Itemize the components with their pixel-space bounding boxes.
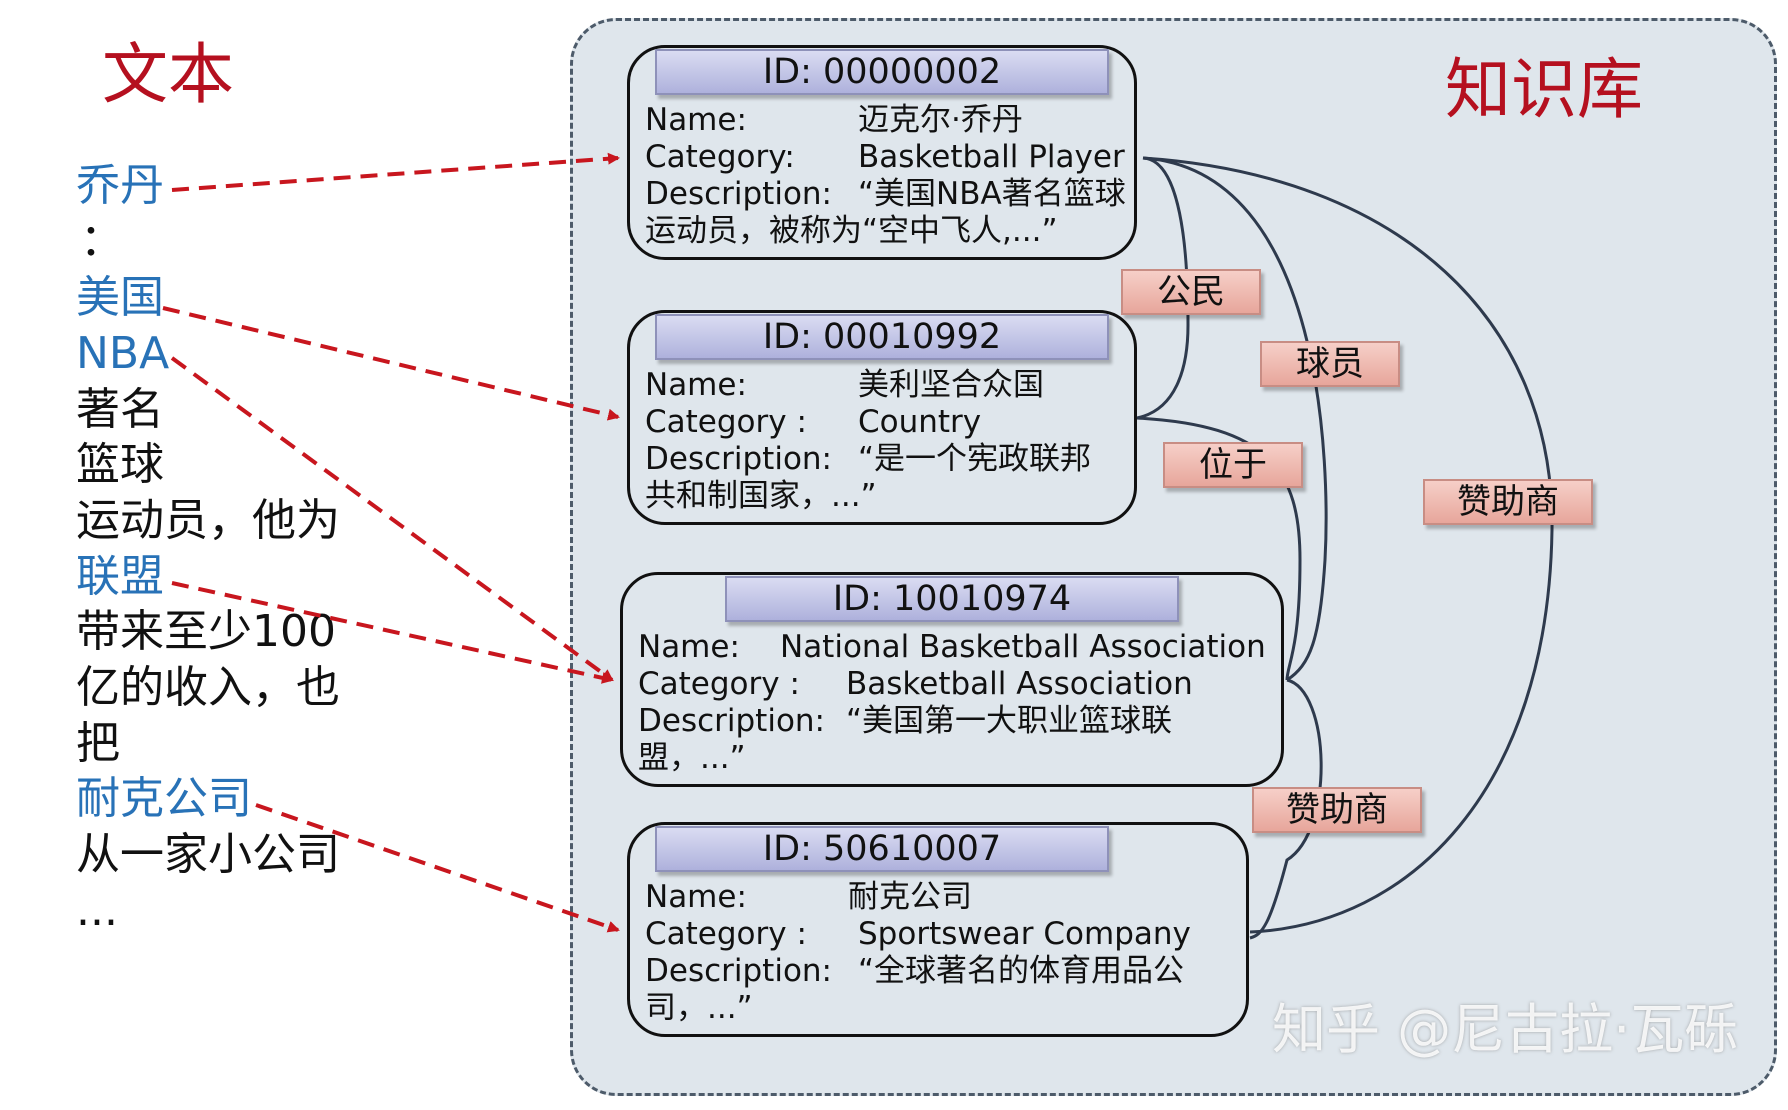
- text-word-usa: 美国: [76, 272, 164, 323]
- mention-arrow-nba: [170, 356, 614, 682]
- relation-label-sponsor-jordan: 赞助商: [1423, 479, 1593, 525]
- mention-arrow-jordan: [171, 152, 620, 192]
- entity-name-label: Name:: [645, 879, 747, 915]
- entity-description-value: “美国NBA著名篮球: [858, 176, 1126, 212]
- text-word-small-company: 从一家小公司: [76, 829, 340, 880]
- entity-category-value: Basketball Player: [858, 139, 1125, 175]
- entity-name-label: Name:: [638, 629, 740, 665]
- entity-description-value: “全球著名的体育用品公: [858, 953, 1185, 989]
- entity-description-label: Description:: [645, 953, 832, 989]
- entity-description-cont: 运动员，被称为“空中飞人,...”: [645, 213, 1058, 249]
- text-word-ellipsis: ...: [76, 885, 118, 936]
- text-word-basketball: 篮球: [76, 439, 164, 490]
- entity-description-value: “是一个宪政联邦: [858, 441, 1092, 477]
- text-word-nba: NBA: [76, 328, 170, 379]
- entity-description-cont: 盟，...”: [638, 740, 746, 776]
- entity-name-value: National Basketball Association: [780, 629, 1266, 665]
- relation-curve-player: [1142, 156, 1328, 682]
- mention-arrow-usa: [162, 306, 620, 421]
- entity-description-cont: 共和制国家，...”: [645, 478, 877, 514]
- relation-curve-located: [1136, 416, 1302, 681]
- entity-name-value: 美利坚合众国: [858, 367, 1044, 403]
- text-word-brought: 带来至少100: [76, 606, 336, 657]
- entity-id-jordan: ID: 00000002: [655, 49, 1109, 95]
- entity-category-label: Category :: [645, 916, 807, 952]
- text-word-nike: 耐克公司: [76, 773, 252, 824]
- watermark: 知乎 @尼古拉·瓦砾: [1272, 998, 1739, 1061]
- text-word-athlete: 运动员，他为: [76, 495, 340, 546]
- entity-description-label: Description:: [645, 441, 832, 477]
- relation-label-citizen: 公民: [1121, 269, 1261, 315]
- entity-name-label: Name:: [645, 367, 747, 403]
- entity-description-value: “美国第一大职业篮球联: [846, 703, 1173, 739]
- entity-category-value: Basketball Association: [846, 666, 1193, 702]
- text-word-league: 联盟: [76, 551, 164, 602]
- entity-id-nike: ID: 50610007: [655, 826, 1109, 872]
- entity-category-value: Sportswear Company: [858, 916, 1191, 952]
- entity-description-label: Description:: [645, 176, 832, 212]
- text-word-ba: 把: [76, 718, 120, 769]
- relation-curve-sponsor-nba: [1249, 678, 1323, 940]
- mention-arrow-nike: [255, 803, 620, 933]
- entity-description-cont: 司，...”: [645, 990, 753, 1026]
- entity-name-value: 迈克尔·乔丹: [858, 102, 1023, 138]
- text-word-famous: 著名: [76, 384, 164, 435]
- entity-name-value: 耐克公司: [848, 879, 972, 915]
- relation-label-located-in: 位于: [1163, 442, 1303, 488]
- relation-label-sponsor-nba: 赞助商: [1252, 787, 1422, 833]
- text-section-title: 文本: [102, 36, 234, 113]
- entity-id-nba: ID: 10010974: [725, 576, 1179, 622]
- kb-section-title: 知识库: [1445, 51, 1643, 128]
- entity-category-label: Category :: [645, 404, 807, 440]
- text-word-jordan: 乔丹: [76, 160, 164, 211]
- entity-name-label: Name:: [645, 102, 747, 138]
- mention-arrow-league: [171, 581, 614, 684]
- relation-curve-citizen: [1136, 156, 1190, 420]
- relation-curve-sponsor-jordan: [1142, 156, 1554, 934]
- relation-label-player: 球员: [1260, 341, 1400, 387]
- entity-description-label: Description:: [638, 703, 825, 739]
- entity-category-value: Country: [858, 404, 982, 440]
- entity-category-label: Category:: [645, 139, 795, 175]
- entity-category-label: Category :: [638, 666, 800, 702]
- entity-id-usa: ID: 00010992: [655, 314, 1109, 360]
- text-word-colon: ：: [80, 215, 124, 266]
- text-word-revenue: 亿的收入，也: [76, 662, 340, 713]
